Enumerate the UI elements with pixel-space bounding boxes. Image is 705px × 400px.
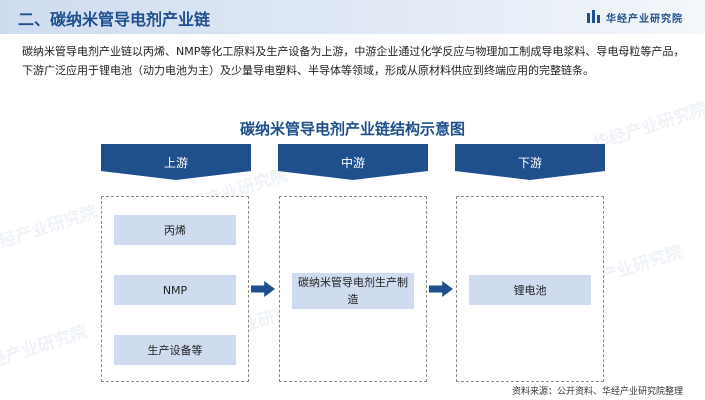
upstream-box: 丙烯 NMP 生产设备等 <box>101 196 249 382</box>
midstream-box: 碳纳米管导电剂生产制造 <box>279 196 427 382</box>
flow-arrow-icon <box>251 281 275 297</box>
source-note: 资料来源：公开资料、华经产业研究院整理 <box>511 387 683 397</box>
stage-header-downstream: 下游 <box>455 144 605 180</box>
upstream-item: NMP <box>114 275 236 305</box>
section-header: 二、碳纳米管导电剂产业链 华经产业研究院 <box>0 0 705 34</box>
downstream-item: 锂电池 <box>469 275 591 305</box>
stage-header-midstream: 中游 <box>278 144 428 180</box>
midstream-item: 碳纳米管导电剂生产制造 <box>292 273 414 309</box>
brand: 华经产业研究院 <box>587 9 683 25</box>
downstream-box: 锂电池 <box>456 196 604 382</box>
brand-name: 华经产业研究院 <box>606 13 683 25</box>
diagram-title: 碳纳米管导电剂产业链结构示意图 <box>239 120 465 138</box>
upstream-item: 生产设备等 <box>114 335 236 365</box>
flow-arrow-icon <box>429 281 453 297</box>
upstream-item: 丙烯 <box>114 215 236 245</box>
intro-paragraph: 碳纳米管导电剂产业链以丙烯、NMP等化工原料及生产设备为上游，中游企业通过化学反… <box>22 45 685 77</box>
watermark: 华经产业研究院 <box>0 321 90 378</box>
stage-header-upstream: 上游 <box>101 144 251 180</box>
watermark: 华经产业研究院 <box>0 201 100 258</box>
bar-logo-icon <box>587 10 600 23</box>
section-title: 二、碳纳米管导电剂产业链 <box>18 10 211 29</box>
